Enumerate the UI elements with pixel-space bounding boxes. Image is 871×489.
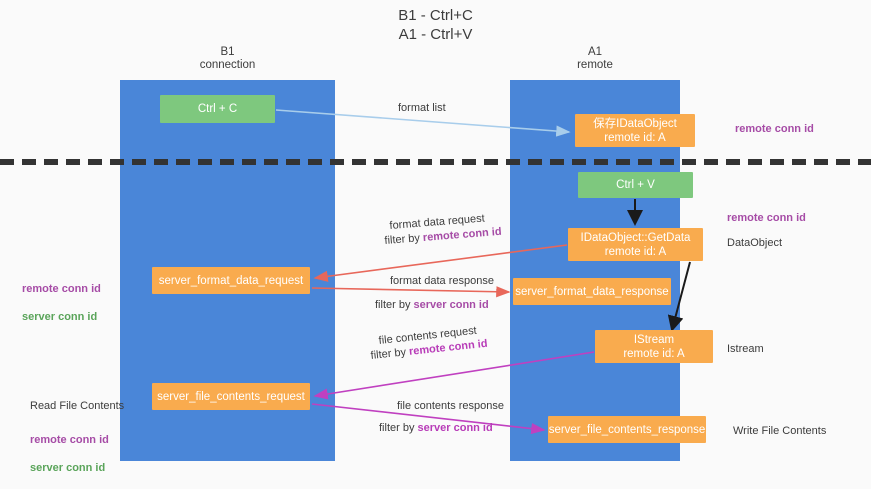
label-left-mid-server: server conn id [22,311,98,323]
label-read-file-contents: Read File Contents [30,400,125,412]
lane-header-a1: A1 remote [577,46,613,71]
filter-prefix: filter by [370,345,410,362]
edge-label-format-data-response: format data response [390,275,494,287]
label-remote-conn-id-top: remote conn id [735,123,814,135]
filter-key: server conn id [417,422,493,434]
node-server-format-data-request[interactable]: server_format_data_request [152,267,310,294]
label-write-file-contents: Write File Contents [733,425,827,437]
filter-key: server conn id [413,299,489,311]
node-server-file-contents-request[interactable]: server_file_contents_request [152,383,310,410]
label-remote-conn-id-mid: remote conn id [727,212,806,224]
filter-prefix: filter by [375,299,414,311]
diagram-title: B1 - Ctrl+C A1 - Ctrl+V [398,7,473,43]
node-ctrl-v[interactable]: Ctrl + V [578,172,693,198]
label-left-mid-remote: remote conn id [22,283,101,295]
edge-label-file-contents-response-filter: filter by server conn id [379,421,493,436]
edge-label-format-list: format list [398,102,446,114]
label-left-bottom-group: Read File Contents remote conn id server… [30,385,124,489]
node-server-format-data-response[interactable]: server_format_data_response [513,278,671,305]
label-dataobject: DataObject [727,237,783,249]
node-idataobject-getdata[interactable]: IDataObject::GetData remote id: A [568,228,703,261]
node-idataobject[interactable]: 保存IDataObject remote id: A [575,114,695,147]
diagram-canvas: B1 - Ctrl+C A1 - Ctrl+V B1 connection A1… [0,7,871,474]
filter-prefix: filter by [384,231,424,247]
label-left-bottom-server: server conn id [30,462,106,474]
node-server-file-contents-response[interactable]: server_file_contents_response [548,416,706,443]
node-istream[interactable]: IStream remote id: A [595,330,713,363]
lane-header-b1: B1 connection [199,46,256,71]
node-ctrl-c[interactable]: Ctrl + C [160,95,275,123]
filter-prefix: filter by [379,422,418,434]
label-istream: Istream [727,343,764,355]
label-left-mid-group: remote conn id server conn id [22,268,101,338]
edge-label-format-data-response-filter: filter by server conn id [375,298,489,313]
label-left-bottom-remote: remote conn id [30,434,109,446]
edge-label-file-contents-response: file contents response [397,400,505,412]
